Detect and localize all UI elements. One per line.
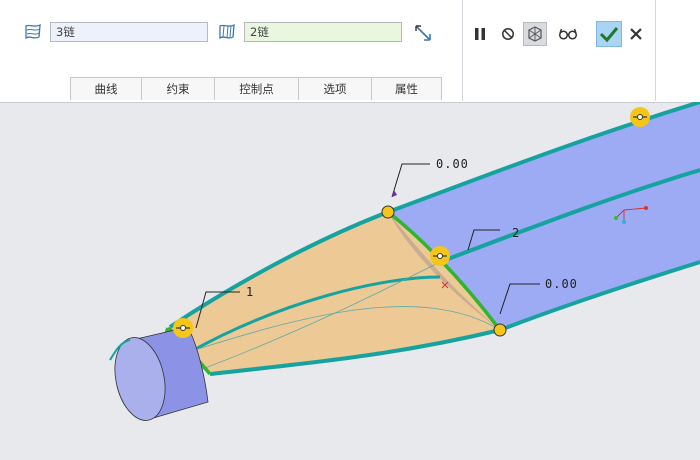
tab-curves[interactable]: 曲线: [70, 77, 142, 100]
tab-strip: 曲线 约束 控制点 选项 属性: [70, 77, 442, 101]
ribbon-separator: [462, 0, 463, 101]
glasses-preview-icon[interactable]: [556, 22, 580, 46]
tab-options[interactable]: 选项: [298, 77, 372, 100]
dimension-label-2[interactable]: 2: [512, 226, 520, 240]
cylinder-end-face: [114, 337, 166, 421]
second-chain-group: 2链: [216, 21, 402, 43]
cancel-x-icon[interactable]: [624, 22, 648, 46]
ribbon-separator-2: [655, 0, 656, 101]
drag-handle-middle[interactable]: [430, 246, 450, 266]
surface-chain-icon-2[interactable]: [216, 21, 238, 43]
first-chain-field[interactable]: 3链: [50, 22, 208, 42]
dimension-right-value[interactable]: 0.00: [545, 277, 578, 291]
second-chain-field[interactable]: 2链: [244, 22, 402, 42]
lower-edge: [209, 260, 700, 376]
swap-direction-icon[interactable]: [412, 22, 436, 46]
no-preview-icon[interactable]: [496, 22, 520, 46]
dimension-top-value[interactable]: 0.00: [436, 157, 469, 171]
vertex-point-top[interactable]: [381, 205, 395, 219]
drag-handle-left[interactable]: [173, 318, 193, 338]
drag-handle-top-right[interactable]: [630, 107, 650, 127]
surface-chain-icon[interactable]: [22, 21, 44, 43]
blue-boundary-surface: [388, 102, 700, 330]
vertex-point-bottom[interactable]: [493, 323, 507, 337]
verify-mode-icon[interactable]: [523, 22, 547, 46]
upper-edge: [168, 100, 700, 329]
graphics-viewport[interactable]: 0.00 0.00 2 1: [0, 100, 700, 457]
pause-icon[interactable]: [468, 22, 492, 46]
model-canvas: 0.00 0.00 2 1: [109, 100, 700, 421]
confirm-check-icon[interactable]: [596, 21, 622, 47]
ribbon-panel: 3链 2链 曲线 约束 控制点 选项 属性: [0, 0, 700, 103]
tab-properties[interactable]: 属性: [371, 77, 442, 100]
dimension-label-1[interactable]: 1: [246, 285, 254, 299]
first-chain-group: 3链: [22, 21, 208, 43]
tab-constraints[interactable]: 约束: [141, 77, 215, 100]
tab-control-points[interactable]: 控制点: [214, 77, 299, 100]
